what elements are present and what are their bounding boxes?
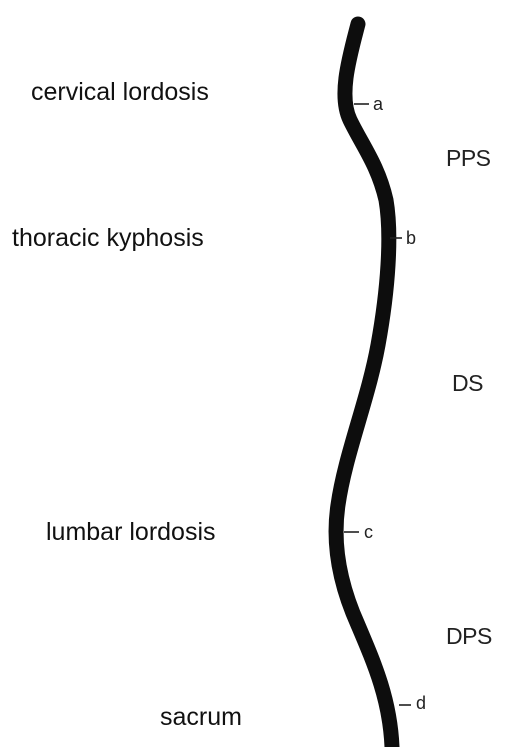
- region-label-thoracic: thoracic kyphosis: [12, 226, 204, 251]
- segment-label-ds: DS: [452, 372, 483, 395]
- point-label-b: b: [406, 229, 416, 247]
- point-label-a: a: [373, 95, 383, 113]
- region-label-sacrum: sacrum: [160, 705, 242, 730]
- spine-curve: [336, 24, 392, 747]
- point-label-c: c: [364, 523, 373, 541]
- segment-label-pps: PPS: [446, 147, 491, 170]
- region-label-cervical: cervical lordosis: [31, 80, 209, 105]
- segment-label-dps: DPS: [446, 625, 492, 648]
- region-label-lumbar: lumbar lordosis: [46, 520, 216, 545]
- point-label-d: d: [416, 694, 426, 712]
